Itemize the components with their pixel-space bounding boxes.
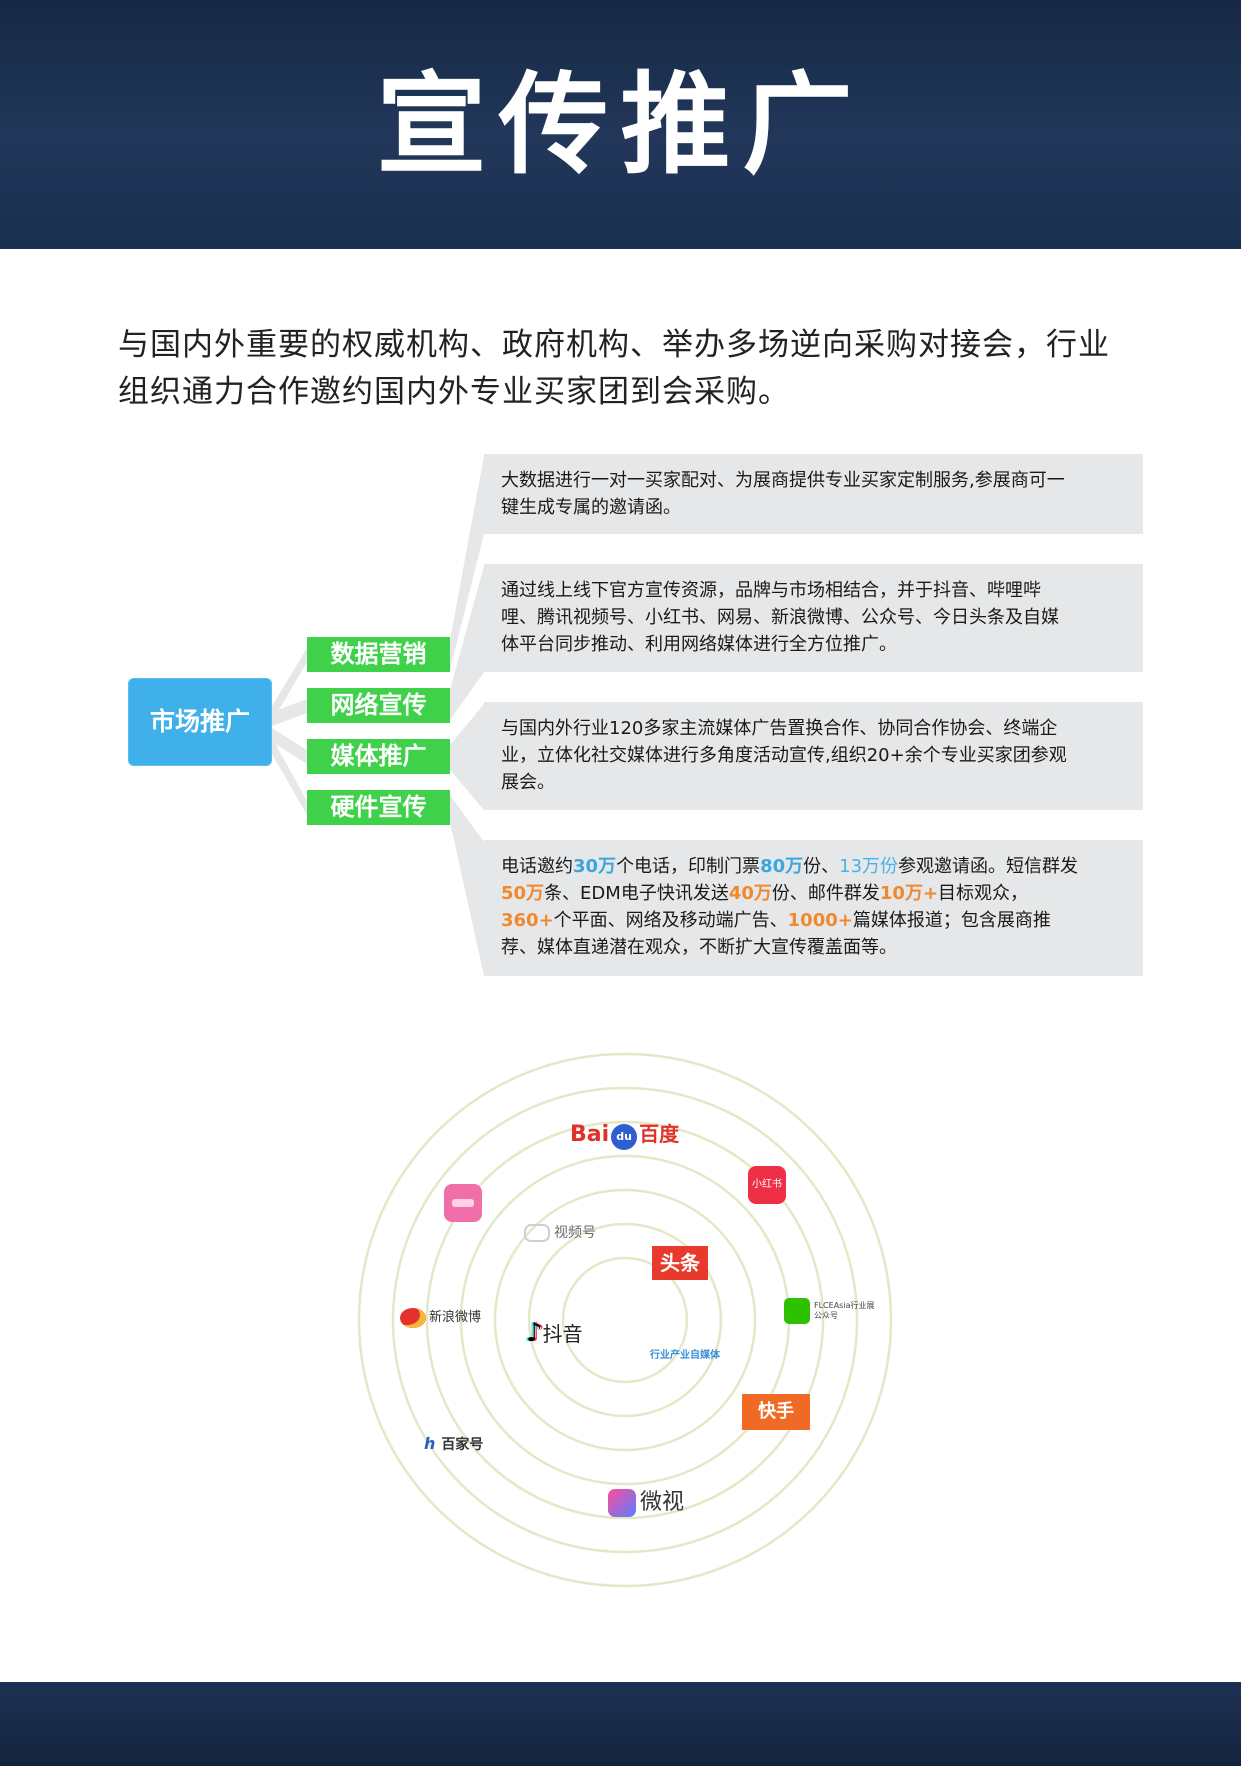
- weishi-icon: 微视: [608, 1484, 684, 1517]
- detail-line: 业，立体化社交媒体进行多角度活动宣传,组织20+余个专业买家团参观: [501, 745, 1067, 766]
- detail-line: 体平台同步推动、利用网络媒体进行全方位推广。: [501, 634, 897, 655]
- footer-band: [0, 1682, 1241, 1766]
- douyin-note-icon: ♪: [526, 1318, 543, 1348]
- toutiao-icon: 头条: [652, 1246, 708, 1280]
- detail-line: 展会。: [501, 772, 555, 793]
- highlight-plus: +: [922, 883, 939, 904]
- detail-line: 电话邀约30万个电话，印制门票80万份、13万份参观邀请函。短信群发: [501, 853, 1129, 880]
- text: 目标观众，: [938, 883, 1029, 904]
- self-media-label: 行业产业自媒体: [650, 1350, 720, 1361]
- baidu-cn: 百度: [639, 1122, 680, 1146]
- tag-data-marketing: 数据营销: [307, 637, 450, 672]
- weishi-label: 微视: [640, 1490, 685, 1515]
- wechat-label: FLCEAsia行业展: [814, 1301, 875, 1310]
- tag-media-promotion: 媒体推广: [307, 739, 450, 774]
- highlight-number: 40万: [728, 883, 772, 904]
- intro-line: 组织通力合作邀约国内外专业买家团到会采购。: [118, 374, 790, 410]
- xiaohongshu-icon: 小红书: [748, 1166, 786, 1204]
- intro-paragraph: 与国内外重要的权威机构、政府机构、举办多场逆向采购对接会，行业 组织通力合作邀约…: [118, 322, 1148, 416]
- baijiahao-label: 百家号: [441, 1437, 484, 1453]
- highlight-number: 30万: [573, 856, 617, 877]
- detail-line: 大数据进行一对一买家配对、为展商提供专业买家定制服务,参展商可一: [501, 470, 1065, 491]
- text: 份、: [803, 856, 840, 877]
- detail-line: 哩、腾讯视频号、小红书、网易、新浪微博、公众号、今日头条及自媒: [501, 607, 1059, 628]
- text: 个电话，印制门票: [616, 856, 761, 877]
- media-rings: [357, 1052, 893, 1588]
- weibo-icon: 新浪微博: [400, 1306, 481, 1328]
- page-title: 宣传推广: [376, 61, 865, 189]
- weibo-label: 新浪微博: [429, 1310, 482, 1325]
- tag-hardware-promotion: 硬件宣传: [307, 790, 450, 825]
- douyin-label: 抖音: [542, 1322, 583, 1346]
- tag-online-promotion: 网络宣传: [307, 688, 450, 723]
- baidu-paw-icon: du: [611, 1123, 638, 1150]
- baijiahao-mark-icon: ℎ: [424, 1434, 436, 1453]
- highlight-number: 360+: [501, 910, 554, 931]
- highlight-number: 10万: [879, 883, 923, 904]
- detail-line: 360+个平面、网络及移动端广告、1000+篇媒体报道；包含展商推: [501, 907, 1129, 934]
- video-account-label: 视频号: [554, 1225, 596, 1241]
- detail-box-online-promotion: 通过线上线下官方宣传资源，品牌与市场相结合，并于抖音、哔哩哔 哩、腾讯视频号、小…: [484, 564, 1143, 672]
- detail-line: 与国内外行业120多家主流媒体广告置换合作、协同合作协会、终端企: [501, 718, 1058, 739]
- text: 电话邀约: [501, 856, 573, 877]
- douyin-icon: ♪抖音: [526, 1318, 583, 1348]
- detail-box-data-marketing: 大数据进行一对一买家配对、为展商提供专业买家定制服务,参展商可一 键生成专属的邀…: [484, 454, 1143, 534]
- weibo-eye-icon: [400, 1307, 426, 1328]
- intro-line: 与国内外重要的权威机构、政府机构、举办多场逆向采购对接会，行业: [118, 327, 1110, 363]
- highlight-number: 50万: [501, 883, 545, 904]
- text: 参观邀请函。短信群发: [898, 856, 1079, 877]
- detail-box-media-promotion: 与国内外行业120多家主流媒体广告置换合作、协同合作协会、终端企 业，立体化社交…: [484, 702, 1143, 810]
- kuaishou-icon: 快手: [742, 1394, 810, 1430]
- baidu-latin: Bai: [570, 1122, 610, 1147]
- text: 条、EDM电子快讯发送: [544, 883, 729, 904]
- detail-box-hardware-promotion: 电话邀约30万个电话，印制门票80万份、13万份参观邀请函。短信群发 50万条、…: [484, 840, 1143, 976]
- detail-line: 键生成专属的邀请函。: [501, 497, 681, 518]
- weishi-logo-icon: [608, 1489, 636, 1517]
- root-node-market-promotion: 市场推广: [128, 678, 272, 766]
- detail-line: 通过线上线下官方宣传资源，品牌与市场相结合，并于抖音、哔哩哔: [501, 580, 1041, 601]
- video-account-icon: 视频号: [524, 1222, 596, 1242]
- wechat-logo-icon: [784, 1298, 810, 1324]
- detail-line: 50万条、EDM电子快讯发送40万份、邮件群发10万+目标观众，: [501, 880, 1129, 907]
- wechat-label: 公众号: [814, 1311, 838, 1320]
- text: 份、邮件群发: [771, 883, 880, 904]
- video-account-knot-icon: [524, 1224, 550, 1242]
- header-band: [0, 0, 1241, 249]
- wechat-icon: FLCEAsia行业展公众号: [784, 1298, 874, 1324]
- baidu-du: du: [616, 1129, 633, 1143]
- text: 篇媒体报道；包含展商推: [852, 910, 1051, 931]
- text: 个平面、网络及移动端广告、: [553, 910, 788, 931]
- highlight-number: 1000+: [787, 910, 853, 931]
- highlight-number: 80万: [760, 856, 804, 877]
- detail-line: 荐、媒体直递潜在观众，不断扩大宣传覆盖面等。: [501, 937, 897, 958]
- highlight-number: 13万份: [839, 856, 899, 877]
- baijiahao-icon: ℎ 百家号: [424, 1434, 483, 1454]
- pink-app-icon: [444, 1184, 482, 1222]
